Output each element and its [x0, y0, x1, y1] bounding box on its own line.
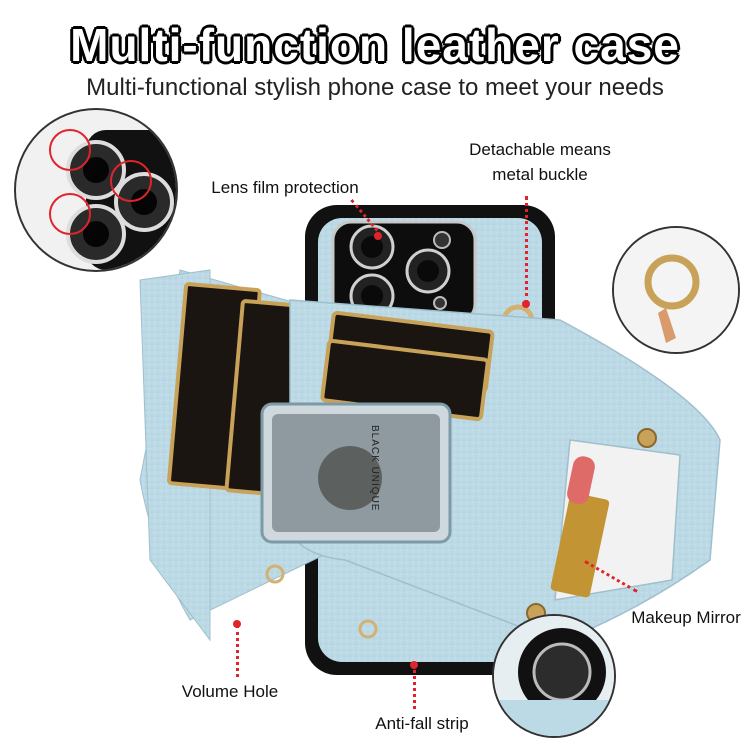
- buckle-closeup-inset: [612, 226, 740, 354]
- camera-closeup-inset: [14, 108, 178, 272]
- callout-antifall-strip: Anti-fall strip: [375, 714, 469, 733]
- card-brand-text: BLACK UNIQUE: [369, 425, 380, 512]
- callout-buckle: Detachable means metal buckle: [450, 138, 630, 187]
- volume-pointer-line: [236, 625, 239, 677]
- lens-pointer-dot: [374, 232, 382, 240]
- volume-pointer-dot: [233, 620, 241, 628]
- subheadline: Multi-functional stylish phone case to m…: [86, 74, 664, 101]
- callout-lens-film: Lens film protection: [211, 178, 359, 197]
- callout-buckle-line1: Detachable means: [469, 140, 611, 159]
- antifall-pointer-line: [413, 665, 416, 709]
- callout-makeup-mirror: Makeup Mirror: [631, 608, 741, 627]
- card-panel: [139, 269, 339, 642]
- callout-buckle-line2: metal buckle: [492, 164, 588, 184]
- wallet-panel: [260, 299, 721, 643]
- buckle-pointer-line: [525, 196, 528, 304]
- antifall-pointer-dot: [410, 661, 418, 669]
- callout-volume-hole: Volume Hole: [181, 682, 279, 701]
- antifall-closeup-inset: [492, 614, 616, 738]
- buckle-pointer-dot: [522, 300, 530, 308]
- headline: Multi-function leather case: [70, 19, 680, 71]
